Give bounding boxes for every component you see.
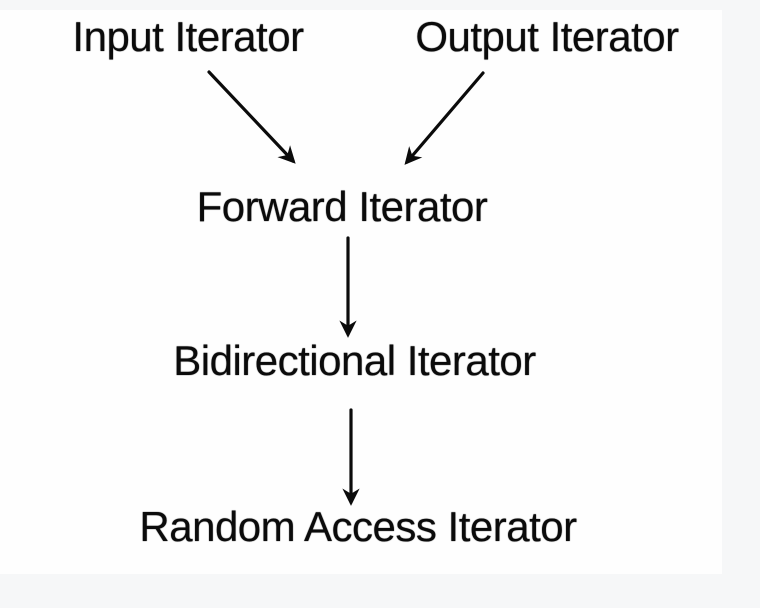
node-bidirectional-iterator: Bidirectional Iterator (173, 337, 536, 384)
node-input-iterator: Input Iterator (72, 13, 304, 60)
diagram-panel (0, 10, 722, 574)
arrow-output-iterator-to-forward-iterator (404, 71, 485, 165)
node-random-access-iterator: Random Access Iterator (139, 503, 577, 550)
node-output-iterator: Output Iterator (415, 13, 679, 60)
node-forward-iterator: Forward Iterator (196, 183, 488, 230)
arrow-input-iterator-to-forward-iterator (207, 70, 296, 164)
